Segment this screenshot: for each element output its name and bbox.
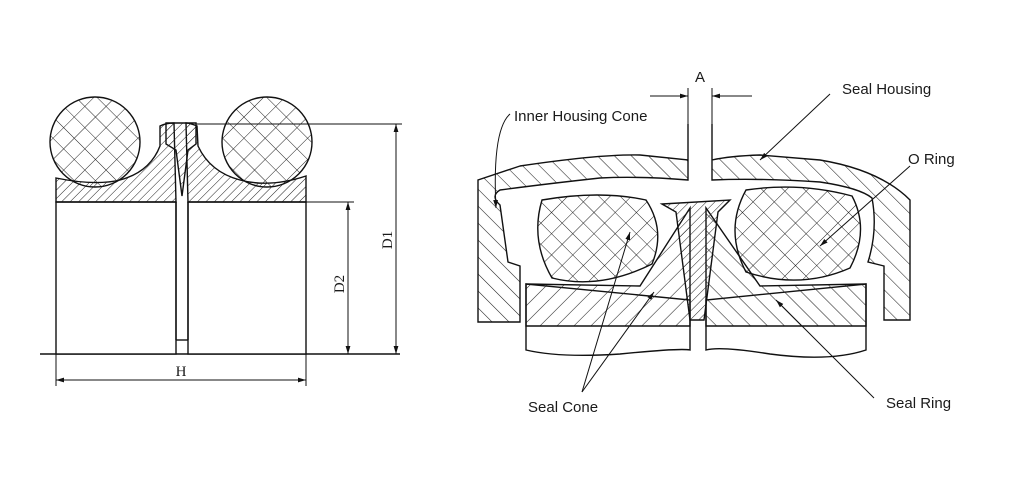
seal-housing-label: Seal Housing	[842, 81, 931, 98]
seal-cone-label: Seal Cone	[528, 399, 598, 416]
gap-dimension	[650, 88, 752, 124]
right-housing-section	[711, 124, 911, 321]
right-o-ring	[221, 96, 313, 188]
callout-leaders	[493, 93, 911, 399]
seal-ring-leader	[775, 299, 875, 399]
cone-tip-section	[165, 122, 197, 197]
left-o-ring	[49, 96, 141, 188]
seal-cone-leader-1	[581, 291, 655, 393]
o-ring-label: O Ring	[908, 151, 955, 168]
left-dimensions	[55, 123, 402, 386]
h-label: H	[176, 364, 187, 380]
left-seal-body	[55, 201, 177, 355]
inner-housing-cone-label: Inner Housing Cone	[514, 108, 647, 125]
seal-cone-leader-2	[581, 231, 631, 393]
cone-tip	[659, 199, 732, 321]
gap-label: A	[695, 69, 705, 86]
right-seal-body	[187, 201, 307, 355]
right-o-ring-section	[734, 186, 862, 281]
seal-ring-label: Seal Ring	[886, 395, 951, 412]
d1-label: D1	[380, 231, 396, 249]
seal-housing-leader	[759, 93, 831, 161]
right-seal-section	[477, 124, 911, 358]
left-o-ring-section	[537, 194, 659, 283]
left-seal-assembly	[40, 96, 400, 355]
inner-housing-cone-leader	[493, 113, 511, 209]
d2-label: D2	[332, 275, 348, 293]
o-ring-leader	[819, 165, 911, 247]
